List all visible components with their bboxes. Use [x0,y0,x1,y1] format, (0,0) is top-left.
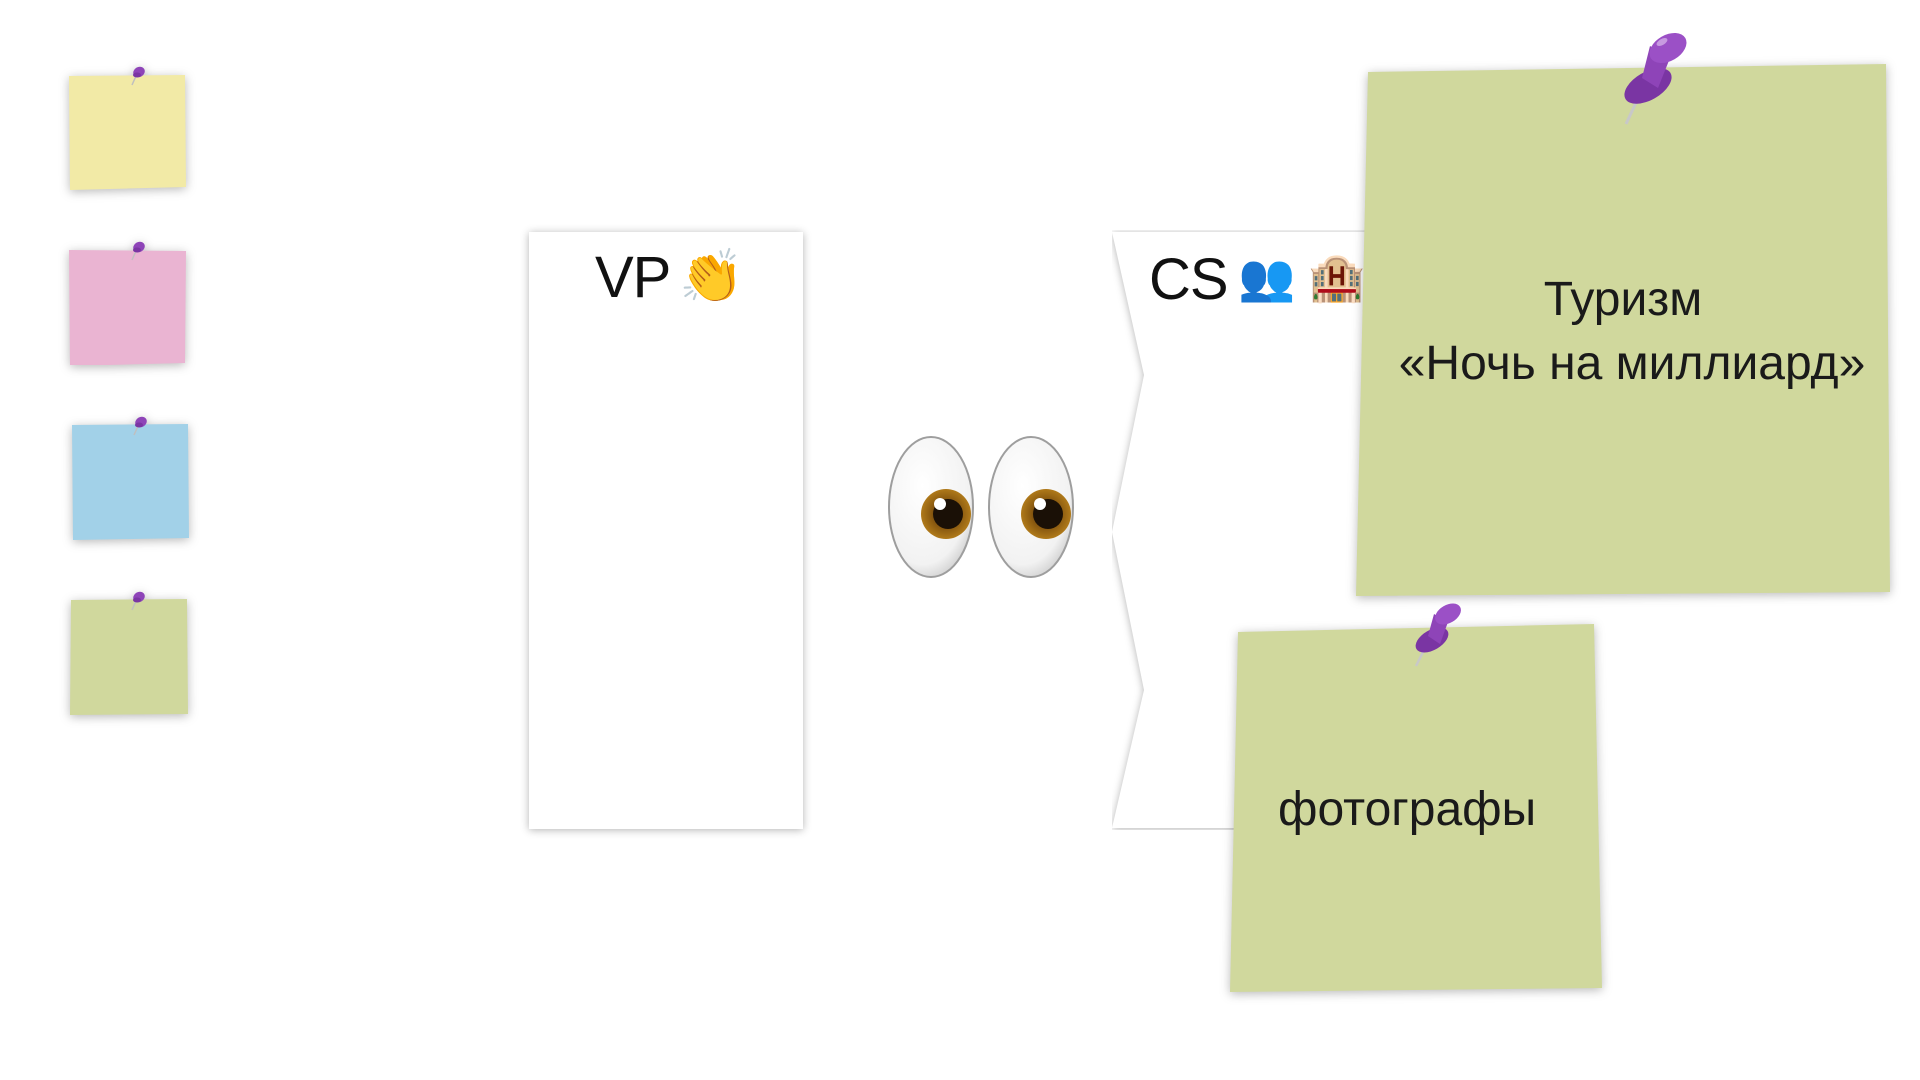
value-proposition-card[interactable]: VP 👏 [529,232,803,829]
clapping-hands-icon: 👏 [679,246,743,307]
sticky-paper [72,424,190,540]
people-icon: 👥 [1238,250,1294,305]
sticky-note-tourism[interactable]: Туризм «Ночь на миллиард» [1356,62,1890,596]
pushpin-icon [1406,600,1470,668]
sticky-paper [1356,62,1890,596]
palette-sticky-yellow[interactable] [68,74,186,190]
note-line-2: «Ночь на миллиард» [1374,336,1890,391]
cs-card-title: CS [1149,246,1228,313]
sticky-paper [68,249,186,365]
eyes-icon [886,434,1076,584]
pushpin-icon [128,64,148,86]
note-text: фотографы [1230,782,1536,837]
pushpin-icon [130,414,150,436]
vp-card-title: VP [595,244,670,311]
note-line-1: Туризм [1356,272,1890,327]
palette-sticky-green[interactable] [70,599,188,715]
pushpin-icon [128,589,148,611]
sticky-paper [68,74,186,190]
palette-sticky-blue[interactable] [72,424,190,540]
sticky-note-photographers[interactable]: фотографы [1230,624,1602,992]
pushpin-icon [128,239,148,261]
palette-sticky-pink[interactable] [68,249,186,365]
sticky-paper [70,599,188,715]
pushpin-icon [1612,26,1698,126]
